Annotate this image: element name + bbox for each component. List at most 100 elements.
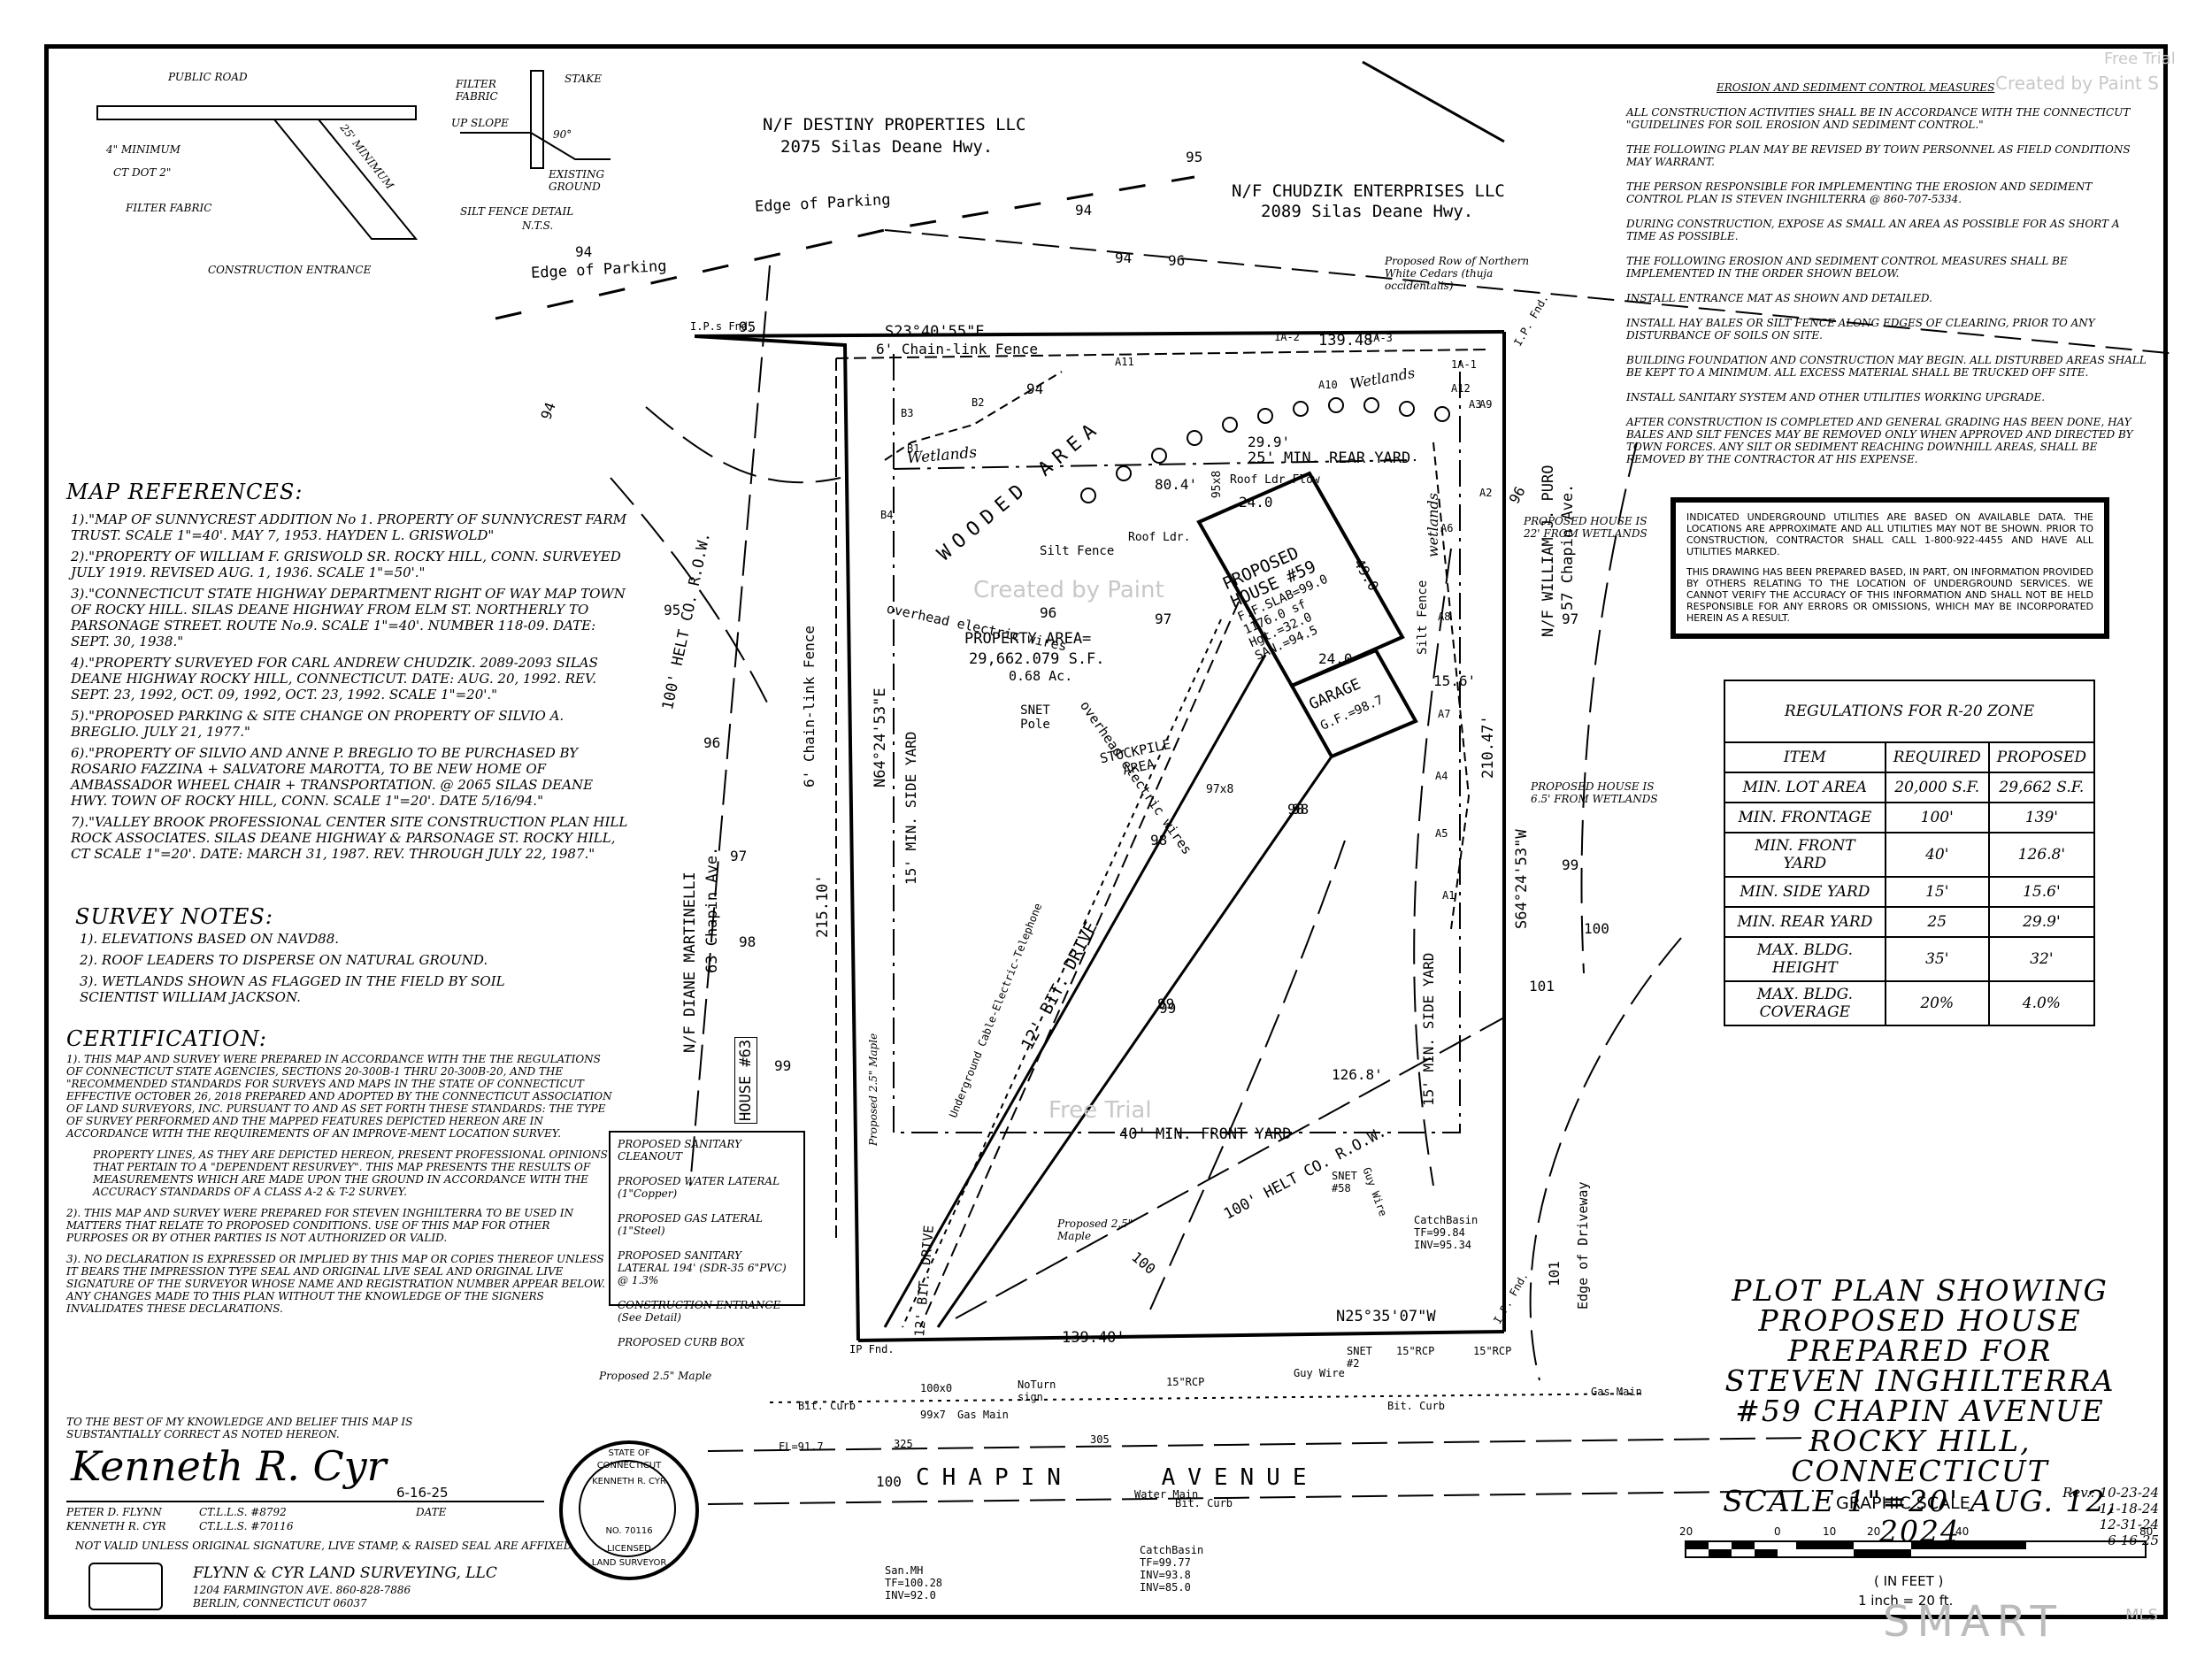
label-silt-fence-2: Silt Fence [1416,580,1430,655]
flag-label: B1 [907,442,920,455]
contour-label: 99 [1157,995,1175,1012]
plan-sheet [44,44,2168,1619]
certification-p1: 1). THIS MAP AND SURVEY WERE PREPARED IN… [66,1053,612,1140]
flag-label: 1A-3 [1367,332,1393,344]
reg-cell: 4.0% [1987,980,2096,1026]
reg-cell: 100' [1884,802,1990,833]
contour-label: 99 [1159,1000,1177,1017]
contour-label: 97 [730,848,748,864]
map-reference-item: 5)."PROPOSED PARKING & SITE CHANGE ON PR… [71,708,565,740]
catch-basin-2: CatchBasin TF=99.77 INV=93.8 INV=85.0 [1140,1544,1203,1594]
label-dist-top: 139.48' [1318,332,1382,349]
erosion-item: BUILDING FOUNDATION AND CONSTRUCTION MAY… [1626,354,2147,379]
legend-item: PROPOSED WATER LATERAL (1"Copper) [618,1175,780,1200]
reg-cell: MAX. BLDG. COVERAGE [1724,980,1886,1026]
date-label: DATE [416,1506,447,1518]
map-references-list: 1)."MAP OF SUNNYCREST ADDITION No 1. PRO… [71,511,628,867]
contour-label: 98 [739,933,757,950]
reg-header-proposed: PROPOSED [1987,741,2096,773]
label-house63: HOUSE #63 [734,1036,757,1124]
title-line-3: PREPARED FOR [1787,1333,2053,1368]
label-gas-main-1: Gas Main [957,1409,1009,1421]
contour-label: 97 [1562,611,1579,627]
map-references-heading: MAP REFERENCES: [66,480,303,504]
regulations-table: REGULATIONS FOR R-20 ZONE ITEM REQUIRED … [1724,680,2096,1026]
label-property-ac: 0.68 Ac. [1009,668,1073,684]
silt-filter-fabric: FILTER FABRIC [456,78,498,103]
label-water-main: Water Main [1134,1488,1199,1501]
survey-note-item: 3). WETLANDS SHOWN AS FLAGGED IN THE FIE… [80,973,505,1005]
label-rcp-3: 15"RCP [1473,1345,1512,1357]
label-martinelli-addr: 63 Chapin Ave. [703,846,721,973]
survey-note-item: 2). ROOF LEADERS TO DISPERSE ON NATURAL … [80,952,488,968]
flag-label: A11 [1115,356,1134,368]
sanmh-inv: INV=92.0 [885,1589,936,1601]
silt-fence-title: SILT FENCE DETAIL [460,205,574,218]
catch2-inv2: INV=85.0 [1140,1581,1191,1594]
contour-label: 96 [1040,604,1057,621]
watermark-3: Created by Paint [973,577,1164,603]
reg-cell: MIN. LOT AREA [1724,772,1886,803]
contour-label: 98 [1150,832,1168,849]
surveyor-name-2: KENNETH R. CYR [66,1520,166,1532]
signature-line [66,1501,544,1502]
house-width: 24.0 [1239,494,1273,511]
scale-tick: 40 [1955,1525,1970,1538]
map-reference-item: 7)."VALLEY BROOK PROFESSIONAL CENTER SIT… [71,814,628,862]
contour-label: 95 [664,602,681,618]
contour-label: 98 [1292,801,1310,818]
contour-label: 95 [1186,149,1203,165]
catch2-inv1: INV=93.8 [1140,1569,1191,1581]
erosion-item: ALL CONSTRUCTION ACTIVITIES SHALL BE IN … [1626,106,2131,131]
label-bearing-left: N64°24'53"E [872,687,889,787]
certification-heading: CERTIFICATION: [66,1026,267,1051]
contour-label: 99 [1562,856,1579,873]
proposed-garage-outline [1289,648,1418,759]
cedar-row [1080,397,1450,503]
surveyor-seal: STATE OF CONNECTICUT KENNETH R. CYR NO. … [559,1440,699,1580]
label-bit-curb-3: Bit. Curb [1175,1497,1233,1509]
label-roof-ldr: Roof Ldr. [1128,531,1191,544]
label-side-dim: 15.6' [1433,672,1477,689]
label-305: 305 [1090,1433,1110,1446]
label-chudzik: N/F CHUDZIK ENTERPRISES LLC [1232,181,1505,201]
catch1-tf: TF=99.84 [1414,1226,1465,1239]
utility-legend: PROPOSED SANITARY CLEANOUT PROPOSED WATE… [609,1131,805,1348]
detail-public-road: PUBLIC ROAD [168,71,248,83]
reg-cell: MIN. FRONT YARD [1724,832,1886,878]
legend-item: PROPOSED SANITARY LATERAL 194' (SDR-35 6… [618,1249,787,1286]
label-ip-fnd-4: IP Fnd. [849,1343,895,1356]
contour-label: 94 [575,243,593,260]
contour-label: 101 [1529,978,1555,995]
label-chapin-avenue: CHAPIN AVENUE [916,1464,1319,1491]
flag-label: A10 [1318,379,1338,391]
scale-tick: 80 [2139,1525,2154,1538]
flag-label: A5 [1435,827,1448,840]
sanmh-tf: TF=100.28 [885,1577,943,1589]
flag-label: B3 [901,407,914,419]
revisions: Rev.: 10-23-24 11-18-24 12-31-24 6-16-25 [2062,1485,2159,1548]
property-line-top [694,330,1505,338]
label-rear-yard: 25' MIN. REAR YARD [1248,449,1411,467]
label-puro: N/F WILLIAM J. PURO [1540,465,1557,637]
revision-item: 12-31-24 [2099,1517,2159,1532]
silt-stake: STAKE [565,73,602,85]
contour-label: 100 [1584,920,1609,937]
survey-notes-heading: SURVEY NOTES: [75,904,273,929]
catch1-inv: INV=95.34 [1414,1239,1472,1251]
reg-cell: 25 [1884,906,1990,938]
title-line-7: SCALE 1"=20' AUG. 12, 2024 [1723,1484,2117,1548]
label-99x7: 99x7 [920,1409,946,1421]
company-name: FLYNN & CYR LAND SURVEYING, LLC [193,1564,497,1582]
scale-inch: 1 inch = 20 ft. [1858,1593,1954,1609]
title-line-4: STEVEN INGHILTERRA [1724,1363,2116,1398]
label-proposed-65: PROPOSED HOUSE IS 6.5' FROM WETLANDS [1531,780,1658,805]
signature-date: 6-16-25 [396,1485,449,1501]
reg-cell: 15.6' [1987,876,2096,908]
surveyor-signature: Kenneth R. Cyr [71,1442,387,1490]
flag-label: A4 [1435,770,1448,782]
label-front-yard: 40' MIN. FRONT YARD [1119,1125,1292,1143]
